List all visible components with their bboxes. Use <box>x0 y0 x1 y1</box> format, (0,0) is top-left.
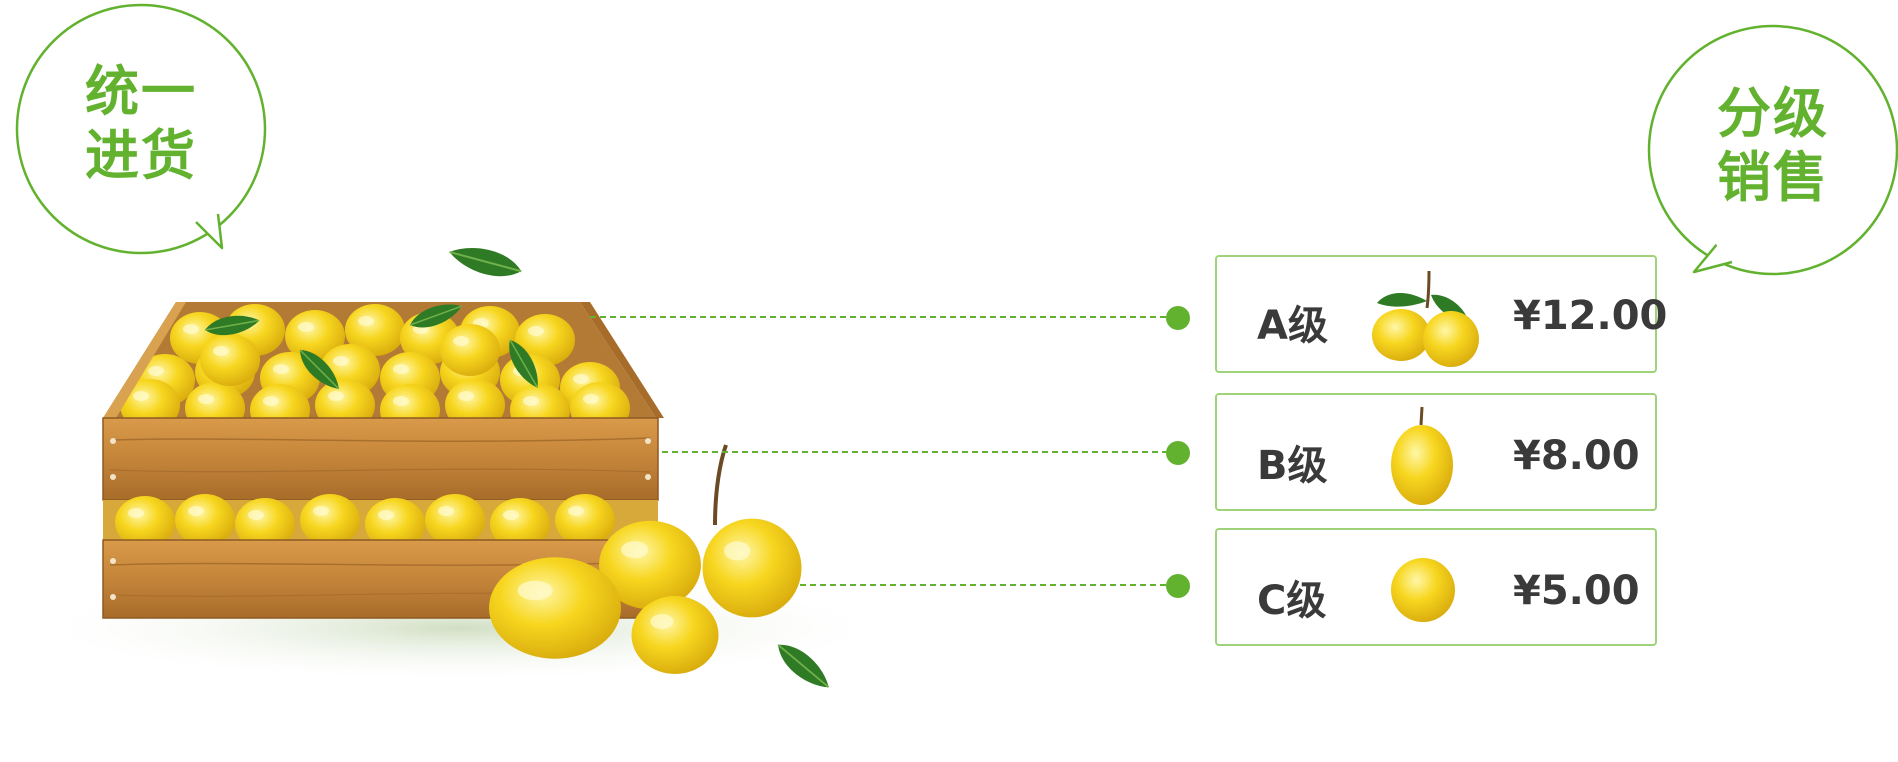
left-bubble-line1: 统一 <box>85 60 197 123</box>
left-bubble-line2: 进货 <box>85 124 197 187</box>
left-bubble-text: 统一 进货 <box>66 60 216 188</box>
right-bubble-text: 分级 销售 <box>1698 82 1848 210</box>
grade-a-label: A级 <box>1257 303 1328 349</box>
connector-dot-c <box>1166 574 1190 598</box>
grade-c-price: ¥5.00 <box>1513 568 1640 614</box>
oval-lemon-icon <box>1391 406 1453 505</box>
grade-b-label: B级 <box>1257 443 1328 489</box>
two-lemons-with-leaves-icon <box>1372 270 1479 367</box>
connector-dot-b <box>1166 441 1190 465</box>
grade-c-box: C级 ¥5.00 <box>1215 528 1657 646</box>
grade-a-price: ¥12.00 <box>1513 293 1668 339</box>
grade-b-price: ¥8.00 <box>1513 433 1640 479</box>
loose-lemons <box>445 239 837 697</box>
connector-dot-a <box>1166 306 1190 330</box>
right-bubble-line1: 分级 <box>1717 82 1829 145</box>
grade-b-box: B级 ¥8.00 <box>1215 393 1657 511</box>
crate-gap-lemons <box>103 494 658 550</box>
right-speech-bubble <box>1647 24 1898 276</box>
grade-c-label: C级 <box>1257 578 1327 624</box>
grade-a-box: A级 ¥12.00 <box>1215 255 1667 373</box>
right-bubble-line2: 销售 <box>1717 146 1829 209</box>
connector-lines <box>590 306 1190 598</box>
left-speech-bubble <box>15 3 267 255</box>
round-lemon-icon <box>1391 558 1455 622</box>
